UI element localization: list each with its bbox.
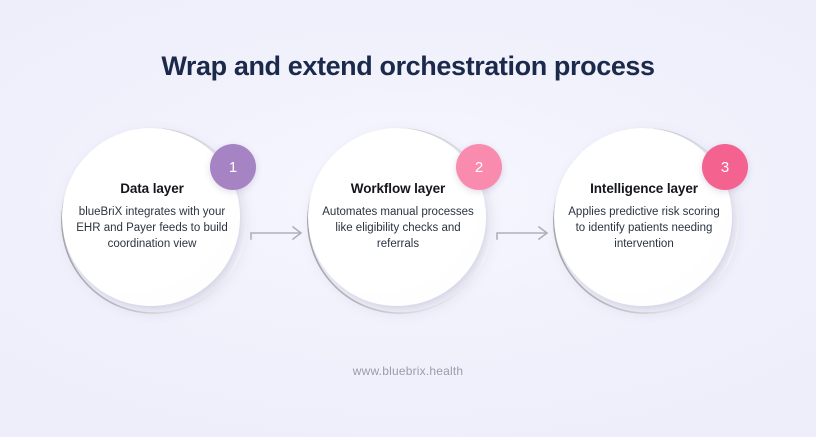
page-title: Wrap and extend orchestration process (161, 51, 655, 81)
arrow-step1-to-step2 (250, 226, 308, 240)
step-body-3: Applies predictive risk scoring to ident… (568, 205, 720, 251)
process-step-3[interactable]: Intelligence layer Applies predictive ri… (553, 128, 748, 314)
step-number-badge-2: 2 (456, 144, 502, 190)
step-number-badge-1: 1 (210, 144, 256, 190)
step-heading-2: Workflow layer (350, 181, 446, 197)
step-body-1: blueBriX integrates with your EHR and Pa… (76, 205, 228, 251)
step-disc-1 (62, 128, 240, 306)
process-step-1[interactable]: Data layer blueBriX integrates with your… (61, 128, 256, 314)
step-disc-3 (554, 128, 732, 306)
arrow-step2-to-step3 (496, 226, 554, 240)
step-heading-3: Intelligence layer (590, 181, 698, 197)
step-disc-2 (308, 128, 486, 306)
process-step-2[interactable]: Workflow layer Automates manual processe… (307, 128, 502, 314)
step-content-3: Intelligence layer Applies predictive ri… (561, 128, 727, 306)
step-content-1: Data layer blueBriX integrates with your… (69, 128, 235, 306)
step-body-2: Automates manual processes like eligibil… (322, 205, 474, 251)
footer-url: www.bluebrix.health (352, 364, 464, 378)
step-heading-1: Data layer (120, 181, 184, 197)
step-content-2: Workflow layer Automates manual processe… (315, 128, 481, 306)
process-flow: Data layer blueBriX integrates with your… (0, 128, 816, 318)
step-number-badge-3: 3 (702, 144, 748, 190)
